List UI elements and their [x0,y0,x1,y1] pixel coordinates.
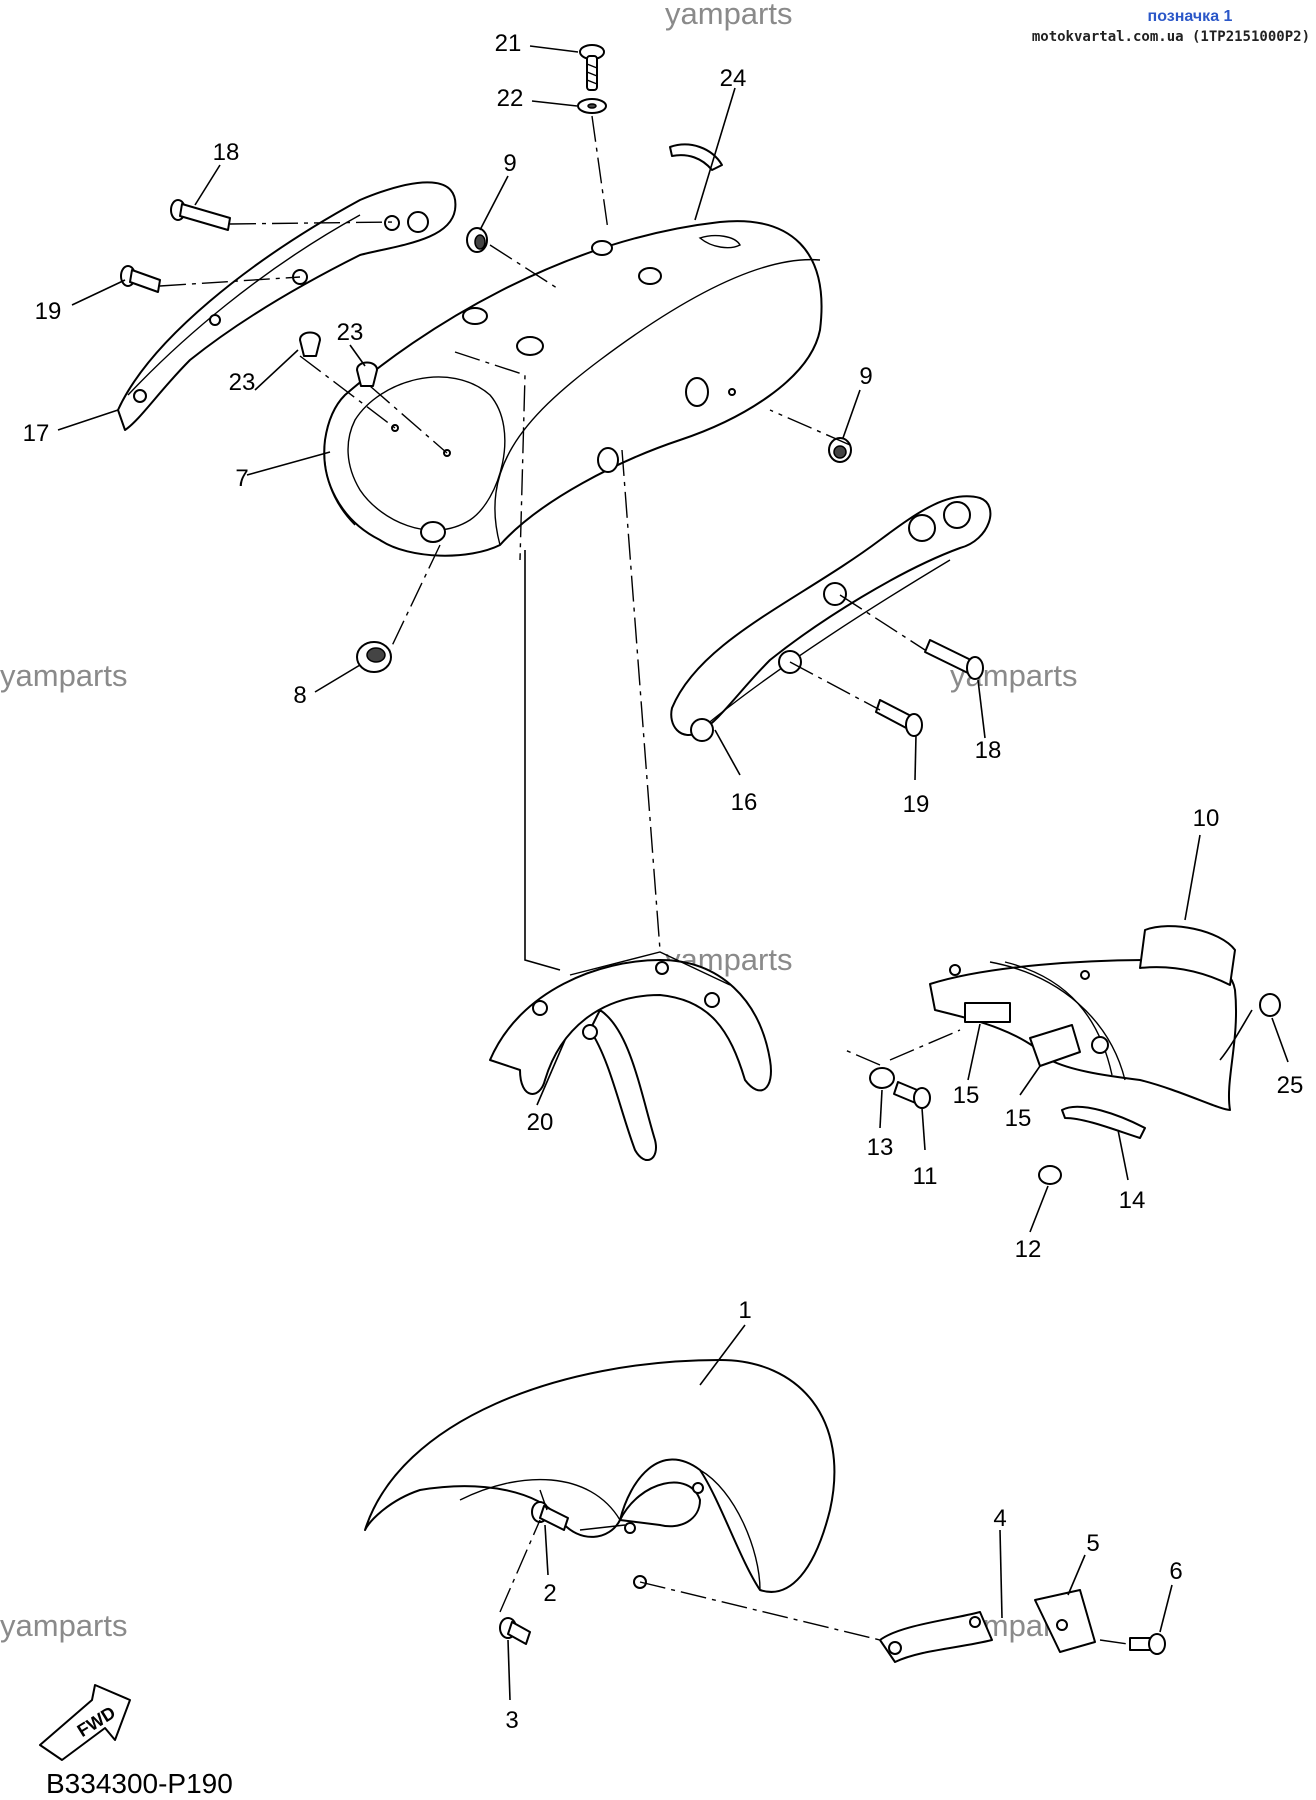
brace-4 [879,1611,993,1663]
callout-number: 16 [731,789,758,816]
callout-number: 18 [975,737,1002,764]
callout-number: 14 [1119,1187,1146,1214]
callout-number: 3 [505,1707,518,1734]
callout-number: 8 [293,682,306,709]
emblem-24 [669,143,723,171]
nut-25 [1259,993,1281,1017]
bolt-18-right [924,639,984,680]
callout-number: 12 [1015,1236,1042,1263]
bolt-3 [499,1617,531,1645]
callout-number: 20 [527,1109,554,1136]
watermark: yamparts [0,1608,127,1643]
bolt-21 [579,44,605,91]
callout-number: 2 [543,1580,556,1607]
grommet-9-right [828,437,852,463]
grommet-9-top [466,227,488,253]
clip-23-right [356,361,378,387]
header-source: motokvartal.com.ua (1TP2151000P2) [1032,29,1310,45]
clamp-14 [1061,1105,1146,1139]
callout-number: 23 [229,369,256,396]
callout-number: 22 [497,85,524,112]
diagram-code: B334300-P190 [46,1768,233,1799]
inner-fender-10 [929,925,1238,1111]
callout-number: 18 [213,139,240,166]
callout-number: 17 [23,420,50,447]
bolt-2 [531,1501,569,1531]
grommet-8 [356,641,392,673]
bolt-19-right [875,699,923,737]
callout-number: 21 [495,30,522,57]
assembly-lines [159,115,1253,1645]
callout-number: 1 [738,1297,751,1324]
rubber-15-a [964,1002,1011,1023]
bolt-11 [893,1081,931,1109]
nut-12 [1038,1165,1062,1185]
callout-number: 13 [867,1134,894,1161]
callout-number: 15 [1005,1105,1032,1132]
callout-number: 19 [903,791,930,818]
callout-number: 9 [859,363,872,390]
clip-23-left [299,331,321,357]
callout-number: 4 [993,1505,1006,1532]
callout-numbers: 21 22 24 9 18 19 23 23 17 7 9 8 18 19 16… [23,30,1304,1734]
callout-number: 23 [337,319,364,346]
callout-number: 6 [1169,1558,1182,1585]
bolt-19-left [120,265,161,293]
watermark: yamparts [665,0,792,31]
bracket-20 [489,951,772,1161]
callout-number: 15 [953,1082,980,1109]
callout-number: 10 [1193,805,1220,832]
stay-16-right [670,495,992,742]
callout-number: 9 [503,150,516,177]
rear-fender [323,220,823,557]
watermark: yamparts [0,658,127,693]
callout-number: 11 [913,1163,938,1190]
bolt-6 [1129,1633,1166,1655]
stay-17-left [117,181,457,431]
callout-number: 7 [235,465,248,492]
callout-number: 24 [720,65,747,92]
leaders [57,45,1289,1701]
callout-number: 5 [1086,1530,1099,1557]
callout-number: 25 [1277,1072,1304,1099]
callout-number: 19 [35,298,62,325]
front-fender-1 [364,1359,836,1593]
fwd-arrow-icon: FWD [39,1684,131,1761]
rubber-15-b [1029,1024,1081,1067]
bracket-5 [1034,1589,1096,1653]
header-tag: позначка 1 [1148,8,1233,25]
bolt-18-left [170,199,231,231]
washer-13 [869,1067,895,1089]
